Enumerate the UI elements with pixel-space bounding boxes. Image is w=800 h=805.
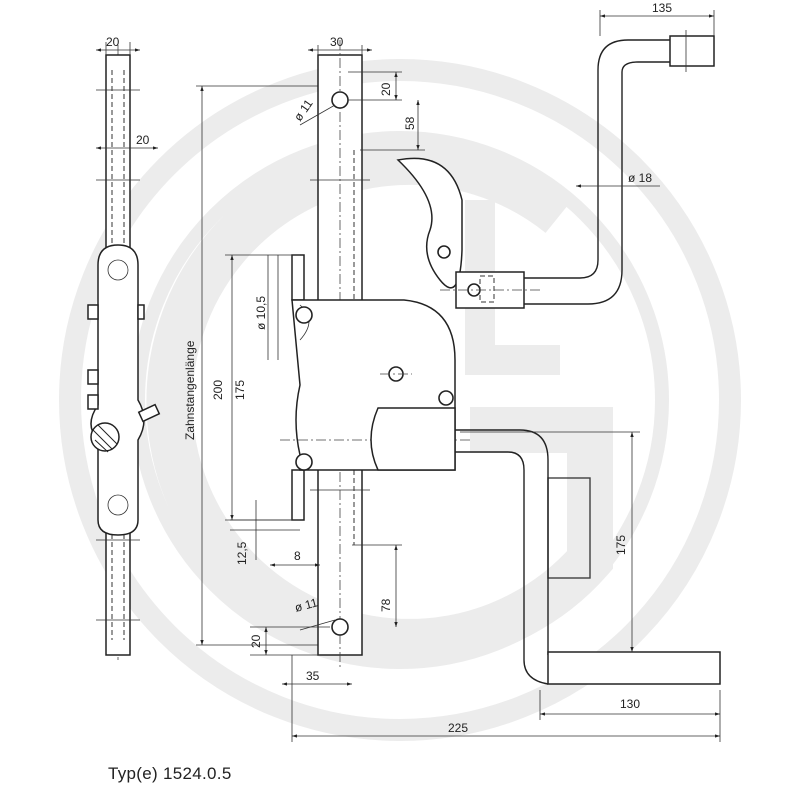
crank-arm-lower: [455, 429, 549, 655]
front-view: 200 Zahnstangenlänge 30 ø 11 20 58 175: [183, 1, 721, 742]
bottom-hole: [331, 618, 349, 636]
label-rack-length: Zahnstangenlänge: [183, 340, 197, 440]
crank-hub: [370, 407, 456, 471]
dim-overall-height: 200: [211, 380, 225, 400]
crank-handle: [547, 651, 721, 685]
dim-bracket-hole-dia: ø 10,5: [254, 296, 268, 330]
dim-crank-rod-dia: ø 18: [628, 171, 652, 185]
dim-crank-drop: 175: [614, 535, 628, 555]
side-shaft-section: [90, 422, 120, 452]
dim-side-width-mid: 20: [136, 133, 150, 147]
watermark-logo: [59, 59, 741, 741]
dim-handle-length: 130: [620, 697, 640, 711]
dim-bottom-hole-offset: 20: [249, 634, 263, 648]
dim-crank-offset-top: 135: [652, 1, 672, 15]
side-view: 20 20: [87, 35, 161, 660]
dim-bracket-bottom-offset: 12,5: [235, 541, 249, 565]
dim-bottom-hole-to-pawl: 78: [379, 598, 393, 612]
side-housing: [90, 244, 145, 536]
dim-bracket-height: 175: [233, 380, 247, 400]
bracket-hole-lower: [295, 453, 313, 471]
type-caption: Typ(e) 1524.0.5: [108, 764, 232, 783]
dim-bottom-hole-x: 35: [306, 669, 320, 683]
crank-arm-upper: [524, 39, 670, 279]
dim-bar-width: 30: [330, 35, 344, 49]
dim-top-hole-to-pawl: 58: [403, 116, 417, 130]
dim-bottom-hole-dia: ø 11: [293, 595, 319, 615]
dim-plate-thickness: 8: [294, 549, 301, 563]
dim-overall-width: 225: [448, 721, 468, 735]
bracket-hole-upper: [295, 306, 313, 324]
dim-top-hole-dia: ø 11: [291, 96, 316, 123]
dim-side-width-top: 20: [106, 35, 120, 49]
dim-top-hole-offset: 20: [379, 82, 393, 96]
